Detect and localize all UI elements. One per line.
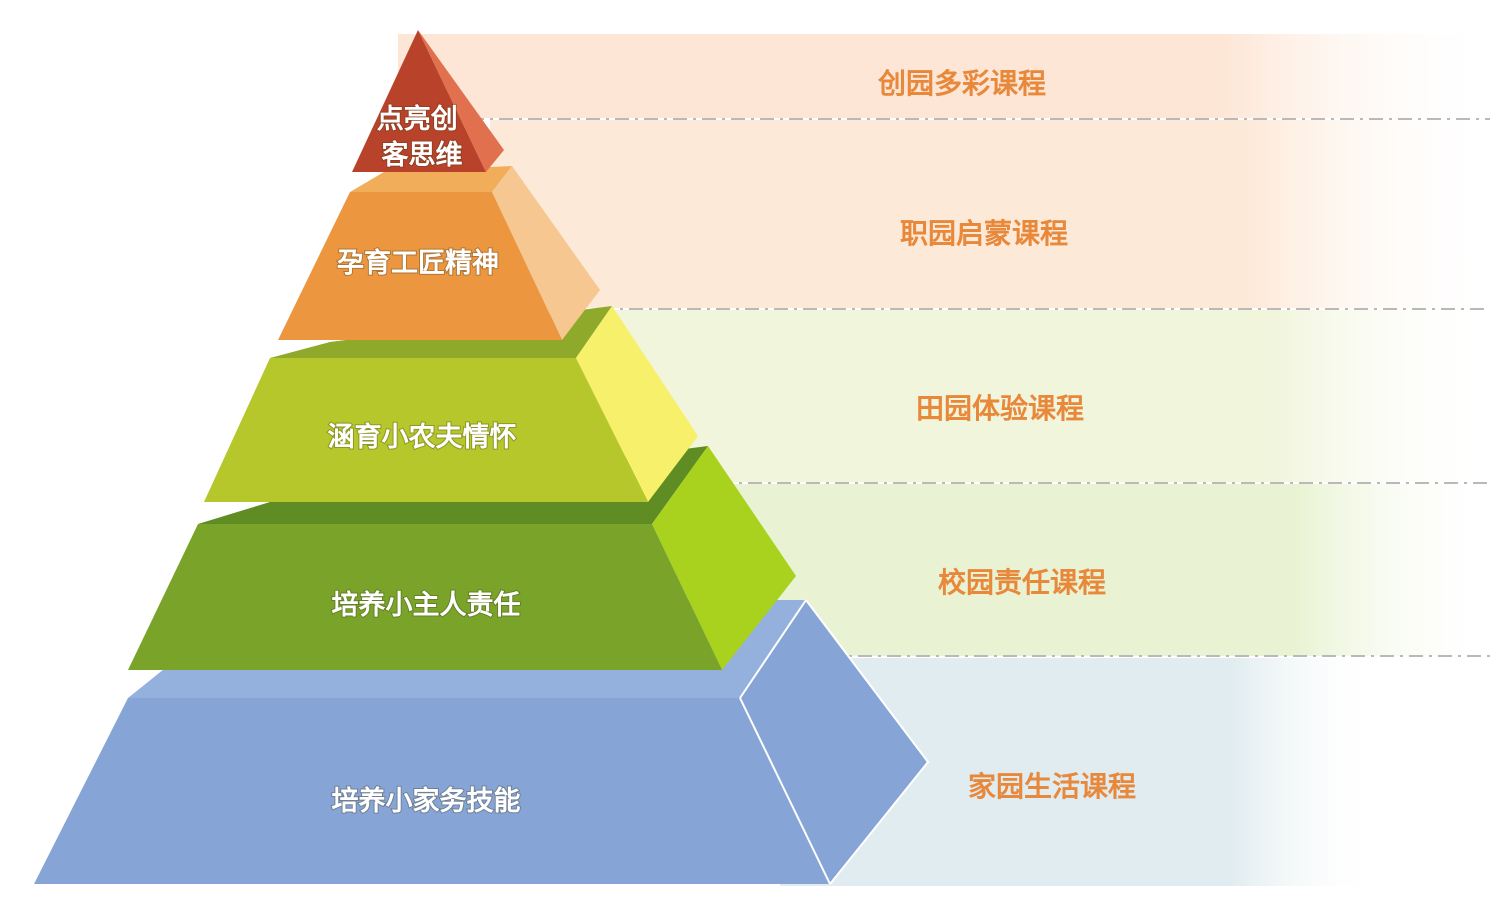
- course-title-5: 家园生活课程: [968, 770, 1136, 803]
- band-level-2: [490, 120, 1498, 308]
- tier-1-label-line-1: 点亮创: [377, 103, 458, 135]
- course-title-2: 职园启蒙课程: [900, 217, 1068, 250]
- tier-1-label: 点亮创 客思维: [377, 103, 467, 171]
- course-title-1: 创园多彩课程: [877, 67, 1046, 100]
- tier-5-edge: [739, 599, 807, 699]
- tier-4-front: [128, 524, 722, 670]
- course-title-4: 校园责任课程: [938, 566, 1106, 599]
- tier-5-edge: [739, 697, 831, 885]
- tier-2-side: [492, 166, 600, 340]
- row-separators: [470, 118, 1490, 657]
- tier-5-edge: [805, 599, 930, 885]
- tier-3-front: [204, 358, 648, 502]
- pyramid-tier-1: [352, 30, 504, 172]
- tier-1-front: [352, 30, 486, 172]
- tier-1-label-line-2: 客思维: [382, 139, 463, 171]
- course-titles: 创园多彩课程 职园启蒙课程 田园体验课程 校园责任课程 家园生活课程: [877, 67, 1136, 803]
- tier-5-label: 培养小家务技能: [332, 785, 521, 817]
- tier-3-side: [576, 306, 698, 502]
- pyramid-labels: 点亮创 客思维 孕育工匠精神 涵育小农夫情怀 培养小主人责任 培养小家务技能: [327, 102, 522, 818]
- pyramid-tier-3: [204, 306, 698, 502]
- tier-4-side: [652, 446, 796, 670]
- tier-4-label: 培养小主人责任: [332, 589, 521, 621]
- band-level-3: [600, 310, 1498, 482]
- tier-3-label: 涵育小农夫情怀: [328, 421, 517, 453]
- pyramid-tier-2: [278, 166, 600, 340]
- tier-2-label: 孕育工匠精神: [337, 247, 499, 279]
- tier-5-side: [740, 600, 928, 884]
- tier-1-side: [418, 30, 504, 172]
- course-title-3: 田园体验课程: [916, 392, 1084, 425]
- tier-2-top: [350, 166, 512, 192]
- band-level-1: [398, 34, 1498, 118]
- tier-5-front: [34, 698, 830, 884]
- tier-2-front: [278, 192, 562, 340]
